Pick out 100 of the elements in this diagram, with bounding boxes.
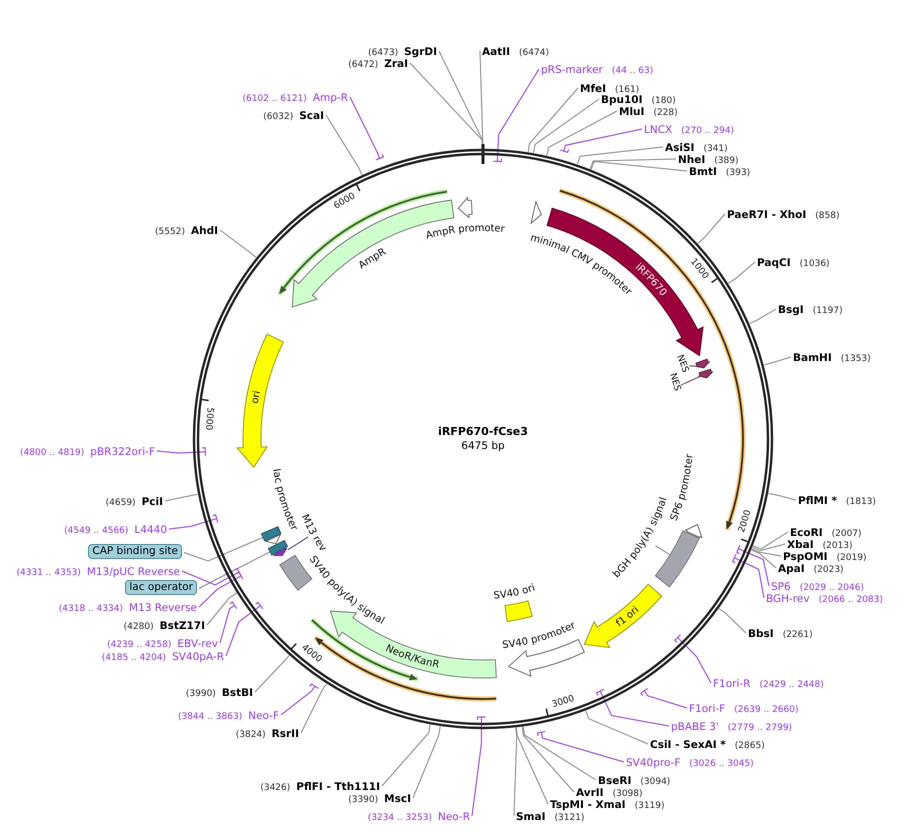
primer-range: (2429 .. 2448) xyxy=(759,679,824,691)
feature-block xyxy=(268,540,288,556)
callout-box: lac operator xyxy=(125,580,197,595)
enzyme-name: SgrDI xyxy=(404,46,437,58)
primer-name: Neo-R xyxy=(438,811,470,823)
leader-line xyxy=(514,727,518,816)
cut-position: (2261) xyxy=(782,629,813,641)
leader-line xyxy=(472,716,486,816)
cut-position: (6474) xyxy=(519,47,549,59)
enzyme-name: AhdI xyxy=(190,225,218,237)
leader-line xyxy=(382,724,431,786)
enzyme-name: BseRI xyxy=(598,775,632,787)
cut-position: (2019) xyxy=(836,552,866,564)
enzyme-name: PflMI * xyxy=(798,495,837,507)
leader-line xyxy=(576,146,664,165)
leader-line xyxy=(326,114,362,176)
leader-line xyxy=(280,683,319,716)
primer-range: (44 .. 63) xyxy=(612,65,654,77)
enzyme-name: XbaI xyxy=(787,539,814,551)
leader-line xyxy=(590,158,676,170)
enzyme-name: BstZ17I xyxy=(160,620,205,632)
scale-number: 3000 xyxy=(550,694,576,710)
enzyme-name: PflFI - Tth111I xyxy=(296,781,380,793)
cut-position: (3426) xyxy=(260,782,290,794)
cut-position: (3990) xyxy=(186,688,216,700)
enzyme-name: ZraI xyxy=(384,58,408,70)
leader-line xyxy=(559,128,642,153)
leader-line xyxy=(585,710,648,744)
enzyme-name: BsgI xyxy=(778,304,804,316)
enzyme-name: PaeR7I - XhoI xyxy=(727,209,806,221)
cut-position: (3098) xyxy=(612,788,643,800)
primer-range: (2029 .. 2046) xyxy=(800,582,864,594)
cut-position: (3121) xyxy=(554,812,584,824)
enzyme-name: ScaI xyxy=(299,110,324,122)
primer-name: Neo-F xyxy=(248,710,279,722)
leader-line xyxy=(492,68,540,162)
cut-position: (1353) xyxy=(840,353,871,365)
primer-name: SV40pro-F xyxy=(626,757,680,769)
leader-line xyxy=(522,726,596,780)
enzyme-name: SmaI xyxy=(516,811,546,823)
leader-line xyxy=(596,688,670,726)
enzyme-name: BbsI xyxy=(748,628,774,640)
enzyme-name: ApaI xyxy=(778,563,805,575)
enzyme-name: BstBI xyxy=(222,687,253,699)
primer-name: M13/pUC Reverse xyxy=(86,566,180,578)
primer-range: (3026 .. 3045) xyxy=(689,758,754,770)
leader-line xyxy=(736,544,770,586)
leader-line xyxy=(182,568,242,586)
cut-position: (2865) xyxy=(734,740,765,752)
leader-line xyxy=(350,96,384,160)
primer-name: Amp-R xyxy=(312,92,348,104)
primer-range: (4800 .. 4819) xyxy=(20,447,84,459)
primer-name: EBV-rev xyxy=(177,638,218,650)
leader-line xyxy=(184,536,264,562)
primer-name: F1ori-F xyxy=(689,703,726,715)
cut-position: (5552) xyxy=(155,226,185,238)
leader-line xyxy=(763,356,792,366)
cut-position: (6473) xyxy=(368,47,398,59)
cut-position: (6032) xyxy=(263,111,294,123)
leader-line xyxy=(300,683,327,734)
feature-label: f1 ori xyxy=(614,604,642,629)
primer-name: M13 Reverse xyxy=(129,602,197,614)
feature-label: SV40 ori xyxy=(493,582,536,602)
cut-position: (1197) xyxy=(812,305,843,317)
enzyme-name: NheI xyxy=(678,154,706,166)
primer-name: SV40pA-R xyxy=(172,651,224,663)
cut-position: (389) xyxy=(714,155,738,167)
leader-line xyxy=(164,494,198,502)
leader-line xyxy=(528,88,578,153)
cut-position: (180) xyxy=(652,95,676,107)
primer-range: (4318 .. 4334) xyxy=(58,603,124,615)
enzyme-name: PspOMI xyxy=(783,551,828,563)
cut-position: (2007) xyxy=(832,528,862,540)
primer-name: pBABE 3' xyxy=(671,721,719,733)
enzyme-name: MscI xyxy=(384,793,411,805)
leader-line xyxy=(640,688,688,708)
leader-line xyxy=(532,98,600,154)
leader-line xyxy=(156,447,206,456)
leader-line xyxy=(752,532,788,550)
plasmid-name: iRFP670-fCse3 xyxy=(438,425,528,438)
plasmid-length: 6475 bp xyxy=(461,440,505,453)
leader-line xyxy=(752,544,786,552)
cut-position: (3390) xyxy=(348,794,378,806)
leader-line xyxy=(732,554,764,598)
cut-position: (858) xyxy=(815,210,840,222)
cut-position: (393) xyxy=(726,167,750,179)
primer-name: BGH-rev xyxy=(766,593,810,605)
enzyme-name: PciI xyxy=(142,496,163,508)
leader-line xyxy=(750,550,776,568)
enzyme-name: PaqCI xyxy=(757,257,791,269)
leader-line xyxy=(697,214,726,244)
feature-label: ori xyxy=(249,390,262,404)
enzyme-name: AatII xyxy=(482,46,510,58)
primer-name: SP6 xyxy=(771,581,791,593)
cut-position: (3119) xyxy=(634,800,665,812)
enzyme-name: BmtI xyxy=(689,166,717,178)
leader-line xyxy=(206,592,238,626)
cut-position: (161) xyxy=(615,84,640,95)
cut-position: (2013) xyxy=(822,540,853,552)
cut-position: (6472) xyxy=(348,59,378,71)
